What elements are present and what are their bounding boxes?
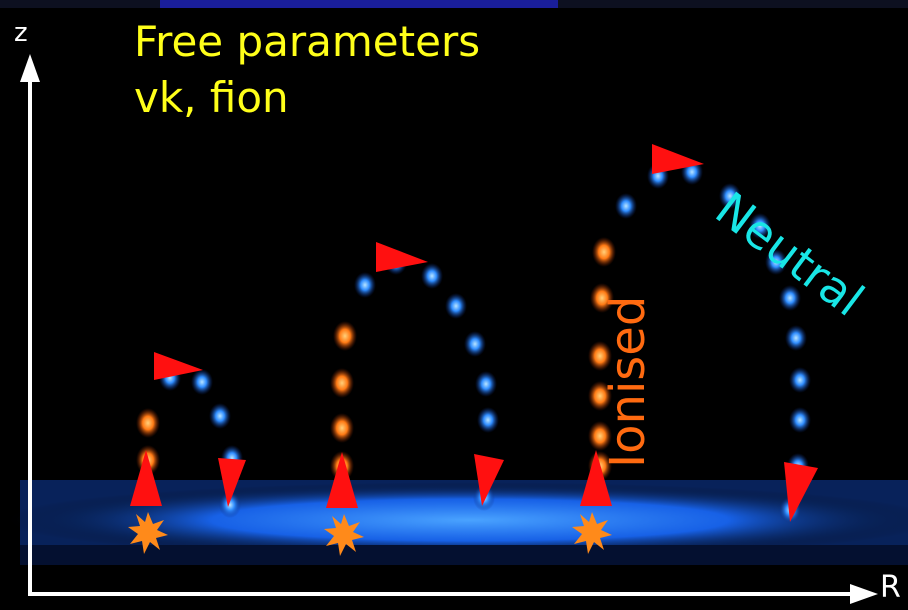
axes	[20, 54, 878, 604]
neutral-blob	[191, 369, 213, 395]
r-axis-label: R	[880, 570, 901, 605]
up-arrow	[326, 452, 358, 508]
down-arrow	[218, 458, 246, 507]
fountain-large	[572, 144, 818, 554]
r-axis-arrowhead	[850, 584, 878, 604]
neutral-blob	[615, 193, 637, 219]
neutral-blob	[765, 249, 787, 275]
ionised-star	[324, 514, 364, 556]
neutral-blob	[789, 407, 811, 433]
down-arrow	[474, 454, 504, 506]
top-bar	[0, 0, 908, 8]
ionised-star	[128, 512, 168, 554]
ionised-blob	[588, 341, 612, 371]
neutral-blob	[445, 293, 467, 319]
neutral-blob	[749, 213, 771, 239]
direction-arrow	[652, 144, 704, 174]
title-line-2: vk, fion	[134, 73, 289, 122]
up-arrow	[580, 450, 612, 506]
ionised-blob	[592, 237, 616, 267]
neutral-blob	[785, 325, 807, 351]
ionised-blob	[590, 283, 614, 313]
z-axis-arrowhead	[20, 54, 40, 82]
ionised-star	[572, 512, 612, 554]
ionised-blob	[333, 321, 357, 351]
neutral-blob	[719, 183, 741, 209]
ionised-label: Ionised	[600, 295, 656, 468]
neutral-blob	[779, 285, 801, 311]
fountain-small	[128, 352, 246, 554]
down-arrow	[784, 462, 818, 522]
neutral-blob	[219, 492, 241, 518]
up-arrow	[130, 450, 162, 506]
ionised-blob	[330, 368, 354, 398]
ionised-blob	[588, 421, 612, 451]
neutral-blob	[421, 263, 443, 289]
fountain-medium	[324, 242, 504, 556]
neutral-blob	[209, 403, 231, 429]
neutral-blob	[354, 272, 376, 298]
z-axis-label: z	[14, 18, 28, 48]
direction-arrow	[154, 352, 203, 380]
neutral-blob	[464, 331, 486, 357]
neutral-blob	[475, 371, 497, 397]
ionised-blob	[136, 408, 160, 438]
direction-arrow	[376, 242, 428, 272]
title-line-1: Free parameters	[134, 17, 481, 66]
ionised-blob	[588, 381, 612, 411]
ionised-blob	[330, 413, 354, 443]
top-bar-accent	[160, 0, 558, 8]
neutral-blob	[477, 407, 499, 433]
neutral-blob	[789, 367, 811, 393]
